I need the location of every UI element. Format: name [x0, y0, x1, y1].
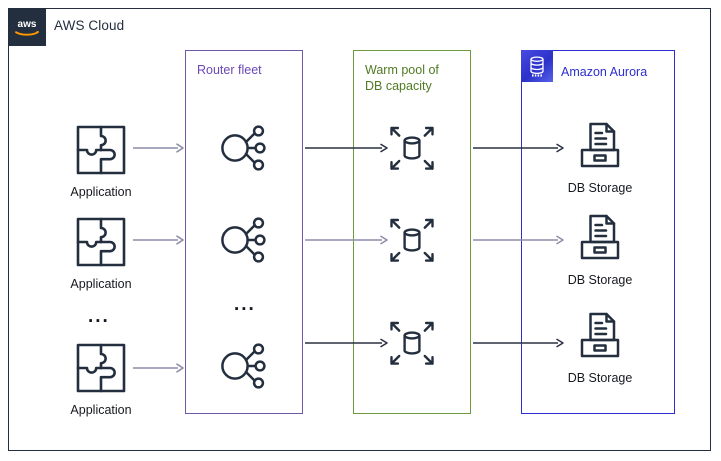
db-storage-drawer-icon — [580, 122, 620, 168]
scalable-database-icon — [390, 218, 434, 262]
db-storage-label-2: DB Storage — [567, 273, 633, 287]
group-amazon-aurora-title: Amazon Aurora — [561, 65, 648, 79]
aws-logo-icon: aws — [8, 8, 46, 46]
db-storage-node-1[interactable]: DB Storage — [567, 120, 633, 195]
arrow-router2-to-warmpool2 — [305, 235, 389, 245]
arrow-app3-to-router3 — [133, 363, 185, 373]
arrow-app2-to-router2 — [133, 235, 185, 245]
group-router-fleet — [185, 50, 303, 414]
warmpool-node-2[interactable] — [384, 214, 440, 266]
aurora-database-icon — [521, 50, 553, 82]
network-node-icon — [221, 343, 266, 389]
puzzle-piece-icon — [76, 125, 126, 175]
application-label-2: Application — [70, 277, 132, 291]
arrow-router3-to-warmpool3 — [305, 338, 389, 348]
application-node-3[interactable]: Application — [70, 340, 132, 417]
db-storage-node-2[interactable]: DB Storage — [567, 212, 633, 287]
puzzle-piece-icon — [76, 217, 126, 267]
puzzle-piece-icon — [76, 343, 126, 393]
router-node-3[interactable] — [216, 340, 272, 392]
aws-cloud-boundary — [8, 8, 711, 451]
db-storage-drawer-icon — [580, 312, 620, 358]
arrow-router1-to-warmpool1 — [305, 143, 389, 153]
group-warm-pool — [353, 50, 471, 414]
group-router-fleet-title: Router fleet — [197, 63, 262, 77]
group-warm-pool-title: Warm pool of DB capacity — [365, 63, 439, 93]
application-label-1: Application — [70, 185, 132, 199]
arrow-warmpool1-to-storage1 — [473, 143, 565, 153]
db-storage-label-3: DB Storage — [567, 371, 633, 385]
warmpool-node-3[interactable] — [384, 317, 440, 369]
router-ellipsis: ... — [234, 294, 256, 315]
aws-cloud-title: AWS Cloud — [54, 18, 125, 33]
db-storage-label-1: DB Storage — [567, 181, 633, 195]
network-node-icon — [221, 217, 266, 263]
application-label-3: Application — [70, 403, 132, 417]
application-ellipsis: ... — [88, 306, 110, 327]
scalable-database-icon — [390, 126, 434, 170]
arrow-warmpool2-to-storage2 — [473, 235, 565, 245]
router-node-2[interactable] — [216, 214, 272, 266]
router-node-1[interactable] — [216, 122, 272, 174]
scalable-database-icon — [390, 321, 434, 365]
group-amazon-aurora — [521, 50, 675, 414]
warmpool-node-1[interactable] — [384, 122, 440, 174]
application-node-1[interactable]: Application — [70, 122, 132, 199]
db-storage-drawer-icon — [580, 214, 620, 260]
network-node-icon — [221, 125, 266, 171]
svg-text:aws: aws — [18, 19, 37, 30]
application-node-2[interactable]: Application — [70, 214, 132, 291]
arrow-warmpool3-to-storage3 — [473, 338, 565, 348]
db-storage-node-3[interactable]: DB Storage — [567, 310, 633, 385]
arrow-app1-to-router1 — [133, 143, 185, 153]
